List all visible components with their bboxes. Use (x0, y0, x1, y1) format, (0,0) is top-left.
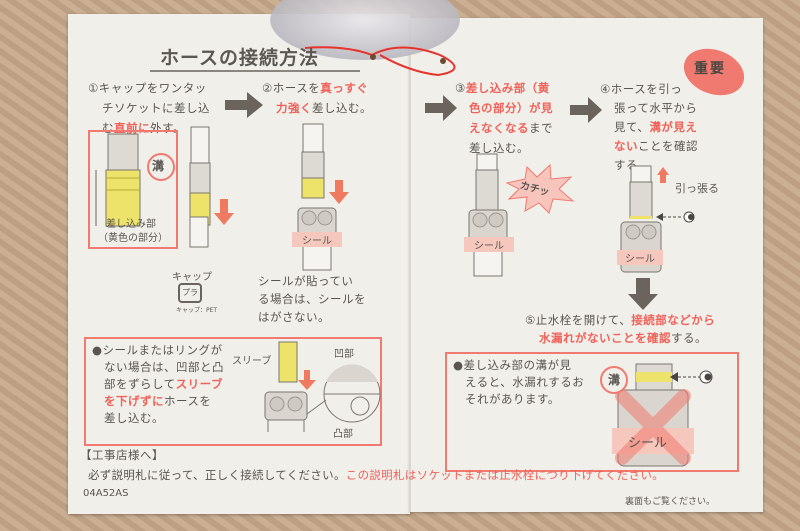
arrow-right-icon (425, 95, 457, 121)
hose-into-socket-illustration (297, 123, 349, 271)
click-burst-icon (505, 163, 575, 214)
insert-part-sublabel: （黄色の部分） (98, 233, 168, 244)
groove-callout (147, 153, 175, 181)
visible-groove-wrong-illustration (612, 363, 713, 467)
step-2-text: ②ホースを真っすぐ 力強く差し込む。 (262, 81, 372, 115)
concave-label: 凹部 (334, 349, 354, 360)
seal-label: シール (628, 436, 668, 451)
step-5-text: ⑤止水栓を開けて、接続部などから 水漏れがないことを確認する。 (525, 313, 716, 345)
groove-warning-box (445, 352, 739, 472)
instruction-card-right (410, 18, 763, 512)
installer-instruction: 必ず説明札に従って、正しく接続してください。この説明札はソケットまたは止水栓につ… (88, 468, 665, 482)
no-seal-note-text: ●シールまたはリングが ない場合は、凹部と凸 部をずらしてスリーブ を下げずにホ… (92, 343, 224, 425)
step-2-note: シールが貼ってい る場合は、シールを はがさない。 (258, 274, 366, 324)
installer-heading: 【工事店様へ】 (80, 448, 164, 462)
important-badge-text: 重要 (694, 61, 726, 77)
recycle-plastic-icon: プラ (178, 283, 202, 303)
see-back-note: 裏面もご覧ください。 (625, 497, 716, 507)
groove-label: 溝 (152, 159, 165, 173)
pull-label: 引っ張る (675, 182, 719, 195)
seal-label: シール (464, 237, 514, 252)
page-title: ホースの接続方法 (160, 47, 320, 69)
step-4-text: ④ホースを引っ 張って水平から 見て、溝が見え ないことを確認 する。 (600, 82, 698, 172)
seal-label: シール (617, 250, 663, 265)
seal-label: シール (292, 232, 342, 247)
cap-label: キャップ (172, 272, 212, 283)
insert-part-label: 差し込み部 (106, 219, 156, 230)
arrow-right-icon (570, 97, 602, 123)
recycle-sub-label: キャップ：PET (176, 307, 218, 314)
title-underline (150, 70, 360, 72)
instruction-card-left (68, 14, 410, 514)
product-code: 04A52AS (83, 488, 129, 499)
insert-part-detail-box (88, 130, 178, 249)
groove-callout: 溝 (600, 366, 628, 394)
convex-label: 凸部 (333, 429, 353, 440)
hose-end-yellow-illustration (95, 133, 141, 227)
sleeve-socket-illustration (264, 341, 381, 432)
groove-warning-text: ●差し込み部の溝が見 えると、水漏れするお それがあります。 (453, 358, 585, 406)
no-seal-note-box (84, 337, 382, 446)
sleeve-label: スリーブ (232, 356, 272, 367)
hose-inserted-illustration (468, 153, 508, 277)
arrow-down-icon (628, 278, 658, 310)
step-3-text: ③差し込み部（黄 色の部分）が見 えなくなるまで 差し込む。 (455, 81, 553, 155)
arrow-right-icon (225, 92, 263, 118)
hose-with-cap-illustration (189, 126, 234, 248)
